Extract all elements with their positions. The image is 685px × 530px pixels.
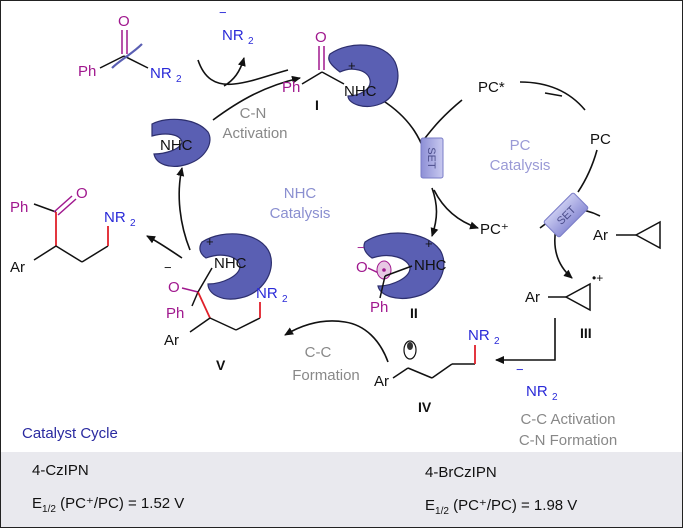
cn-activation-label-2: Activation <box>222 125 287 142</box>
svg-text:NR: NR <box>256 285 278 302</box>
svg-text:V: V <box>216 357 226 373</box>
svg-text:NR: NR <box>468 327 490 344</box>
arrow-amide-entry <box>197 59 289 86</box>
svg-text:−: − <box>219 5 227 20</box>
pc-arrow-top <box>519 81 586 111</box>
aryl-cyclopropane: Ar <box>593 220 661 250</box>
svg-text:2: 2 <box>176 74 182 85</box>
catalyst-name-2: 4-BrCzIPN <box>425 464 497 481</box>
cn-activation-label-1: C-N <box>240 105 267 122</box>
pc-arrow-top-head <box>544 92 563 97</box>
svg-text:III: III <box>580 325 592 341</box>
nhc-blob-free <box>151 118 211 167</box>
nhc-blob-ii <box>363 232 445 299</box>
svg-text:NR: NR <box>222 27 244 44</box>
svg-text:−: − <box>164 260 172 275</box>
svg-text:+: + <box>348 58 356 73</box>
set-box-2: SET <box>543 192 589 238</box>
set-box-1: SET <box>420 137 444 179</box>
svg-text:O: O <box>76 185 88 202</box>
cc-activation-label: C-C Activation <box>520 411 615 428</box>
svg-text:Ar: Ar <box>525 289 540 306</box>
catalyst-name-1: 4-CzIPN <box>32 462 89 479</box>
pc-plus-label: PC⁺ <box>480 221 509 238</box>
intermediate-iv: Ar NR 2 IV <box>374 327 500 415</box>
arrow-iii-to-iv <box>495 318 556 364</box>
svg-text:Ar: Ar <box>374 373 389 390</box>
svg-text:NR: NR <box>104 209 126 226</box>
svg-text:NHC: NHC <box>344 83 377 100</box>
nhc-blob-i <box>328 44 399 108</box>
cn-formation-label: C-N Formation <box>519 432 617 449</box>
svg-text:2: 2 <box>130 218 136 229</box>
svg-text:2: 2 <box>552 392 558 403</box>
svg-text:−: − <box>516 362 524 377</box>
svg-text:Ph: Ph <box>370 299 388 316</box>
intermediate-v: − O NHC + Ph Ar NR 2 V <box>164 234 288 373</box>
bond-cleavage-mark <box>111 43 143 69</box>
svg-text:Ar: Ar <box>10 259 25 276</box>
svg-text:O: O <box>356 259 368 276</box>
svg-text:2: 2 <box>494 336 500 347</box>
intermediate-ii: − O NHC + Ph II <box>356 236 447 321</box>
pc-label: PC <box>590 131 611 148</box>
svg-text:+: + <box>206 234 214 249</box>
arrow-nr2-release <box>223 57 246 87</box>
cycle-arrow-top <box>212 75 301 121</box>
nhc-catalysis-label-1: NHC <box>284 185 317 202</box>
svg-text:Ph: Ph <box>166 305 184 322</box>
cc-formation-label-1: C-C <box>305 344 332 361</box>
catalyst-cycle-legend: Catalyst Cycle <box>22 425 118 442</box>
svg-text:•+: •+ <box>592 271 603 285</box>
final-product: Ph O Ar NR 2 <box>10 185 136 276</box>
arrow-v-to-product <box>146 235 183 259</box>
svg-text:NR: NR <box>526 383 548 400</box>
intermediate-i: Ph O NHC + I <box>282 29 377 113</box>
catalyst-info-panel <box>1 452 682 527</box>
pc-catalysis-label-2: Catalysis <box>490 157 551 174</box>
nhc-catalysis-label-2: Catalysis <box>270 205 331 222</box>
svg-text:Ar: Ar <box>593 227 608 244</box>
released-amide-anion: − NR 2 <box>219 5 254 47</box>
svg-text:O: O <box>315 29 327 46</box>
svg-text:NHC: NHC <box>214 255 247 272</box>
pc-arrow-pcstar <box>424 99 463 139</box>
svg-text:2: 2 <box>248 36 254 47</box>
intermediate-iii: Ar •+ III <box>525 271 603 341</box>
catalyst-potential-2: E1/2 (PC⁺/PC) = 1.98 V <box>425 497 578 517</box>
catalyst-potential-1: E1/2 (PC⁺/PC) = 1.52 V <box>32 495 185 515</box>
svg-text:Ar: Ar <box>164 332 179 349</box>
svg-text:O: O <box>118 13 130 30</box>
svg-text:−: − <box>357 240 365 255</box>
pc-star-label: PC* <box>478 79 505 96</box>
svg-text:NR: NR <box>150 65 172 82</box>
free-nhc-label: NHC <box>160 137 193 154</box>
incoming-amide-anion: − NR 2 <box>516 362 558 403</box>
svg-text:O: O <box>168 279 180 296</box>
svg-text:II: II <box>410 305 418 321</box>
svg-text:+: + <box>425 236 433 251</box>
svg-text:I: I <box>315 97 319 113</box>
svg-text:Ph: Ph <box>282 79 300 96</box>
cycle-arrow-v-up <box>176 167 191 251</box>
pc-arrow-right <box>577 149 598 193</box>
cycle-arrow-iv-to-v <box>284 320 389 363</box>
arrow-set-to-pcplus <box>433 189 479 230</box>
pc-catalysis-label-1: PC <box>510 137 531 154</box>
amide-substrate: Ph O NR 2 <box>78 13 182 85</box>
svg-text:Ph: Ph <box>10 199 28 216</box>
svg-text:SET: SET <box>425 147 437 169</box>
nhc-blob-v <box>199 233 272 300</box>
svg-text:Ph: Ph <box>78 63 96 80</box>
arrow-to-ii <box>430 187 439 237</box>
svg-text:IV: IV <box>418 399 432 415</box>
svg-text:NHC: NHC <box>414 257 447 274</box>
cc-formation-label-2: Formation <box>292 367 360 384</box>
svg-text:2: 2 <box>282 294 288 305</box>
